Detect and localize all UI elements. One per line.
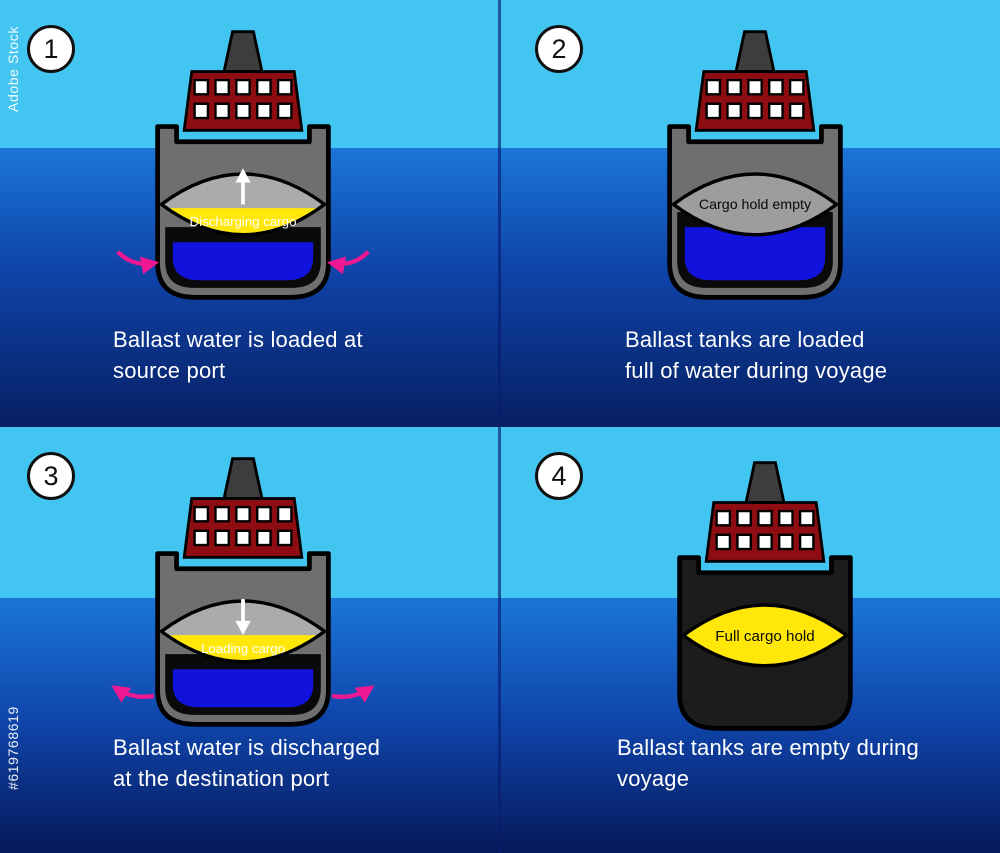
watermark-brand: Adobe Stock	[5, 26, 21, 112]
cargo-hold-outline	[158, 599, 328, 664]
ballast-tank	[684, 227, 826, 281]
funnel	[744, 461, 786, 504]
cargo-up-arrowhead-icon	[235, 168, 251, 183]
ship-illustration: Cargo hold empty	[667, 30, 843, 300]
panel-caption: Ballast tanks are loaded full of water d…	[625, 324, 887, 386]
ballast-outflow-arrow-right-icon	[331, 685, 375, 703]
superstructure	[694, 70, 816, 132]
cargo-hold-outline	[680, 603, 850, 668]
funnel	[222, 457, 264, 500]
caption-line-2: voyage	[617, 766, 690, 791]
step-number-badge: 3	[27, 452, 75, 500]
cargo-hold-outline	[158, 172, 328, 237]
caption-line-2: at the destination port	[113, 766, 330, 791]
caption-line-1: Ballast tanks are empty during	[617, 735, 919, 760]
bridge-windows	[193, 505, 293, 547]
caption-line-1: Ballast water is discharged	[113, 735, 381, 760]
step-number: 4	[551, 460, 567, 491]
panel-caption: Ballast water is discharged at the desti…	[113, 732, 380, 794]
step-number: 3	[43, 460, 59, 491]
ship-illustration: Full cargo hold	[677, 461, 853, 731]
bridge-windows	[705, 78, 805, 120]
hold-label: Full cargo hold	[715, 628, 814, 645]
cargo-hold-outline	[670, 172, 840, 237]
panel-2-voyage-ballasted: 2 Cargo hold empty Ballast tanks are loa…	[500, 0, 1000, 427]
panel-4-voyage-loaded: 4 Full cargo hold Ballast tanks are empt…	[500, 427, 1000, 853]
caption-line-2: source port	[113, 358, 226, 383]
ballast-inflow-arrow-left-icon	[116, 250, 160, 275]
step-number: 1	[43, 33, 59, 64]
ballast-inflow-arrow-right-icon	[326, 250, 370, 275]
funnel	[734, 30, 776, 73]
panel-1-loading-ballast: 1 Discharging ca	[0, 0, 500, 427]
ballast-outflow-arrow-left-icon	[111, 685, 155, 703]
cargo-down-arrowhead-icon	[235, 620, 251, 636]
ship-illustration: Loading cargo	[111, 457, 375, 727]
ballast-tank	[172, 669, 314, 708]
bridge-windows	[193, 78, 293, 120]
superstructure	[704, 501, 826, 563]
ship-illustration: Discharging cargo	[116, 30, 370, 300]
step-number: 2	[551, 33, 567, 64]
panel-caption: Ballast water is loaded at source port	[113, 324, 363, 386]
step-number-badge: 1	[27, 25, 75, 73]
panel-divider-line	[498, 0, 501, 853]
ballast-tank	[172, 242, 314, 281]
panel-3-discharging-ballast: 3 Loading cargo	[0, 427, 500, 853]
superstructure	[182, 497, 304, 559]
hold-label: Cargo hold empty	[699, 197, 812, 213]
watermark-id: #619768619	[5, 706, 21, 790]
bridge-windows	[715, 509, 815, 551]
caption-line-1: Ballast water is loaded at	[113, 327, 363, 352]
superstructure	[182, 70, 304, 132]
hold-label: Discharging cargo	[190, 214, 297, 229]
step-number-badge: 4	[535, 452, 583, 500]
caption-line-1: Ballast tanks are loaded	[625, 327, 865, 352]
funnel	[222, 30, 264, 73]
caption-line-2: full of water during voyage	[625, 358, 888, 383]
hold-label: Loading cargo	[201, 641, 285, 656]
panel-caption: Ballast tanks are empty during voyage	[617, 732, 919, 794]
step-number-badge: 2	[535, 25, 583, 73]
